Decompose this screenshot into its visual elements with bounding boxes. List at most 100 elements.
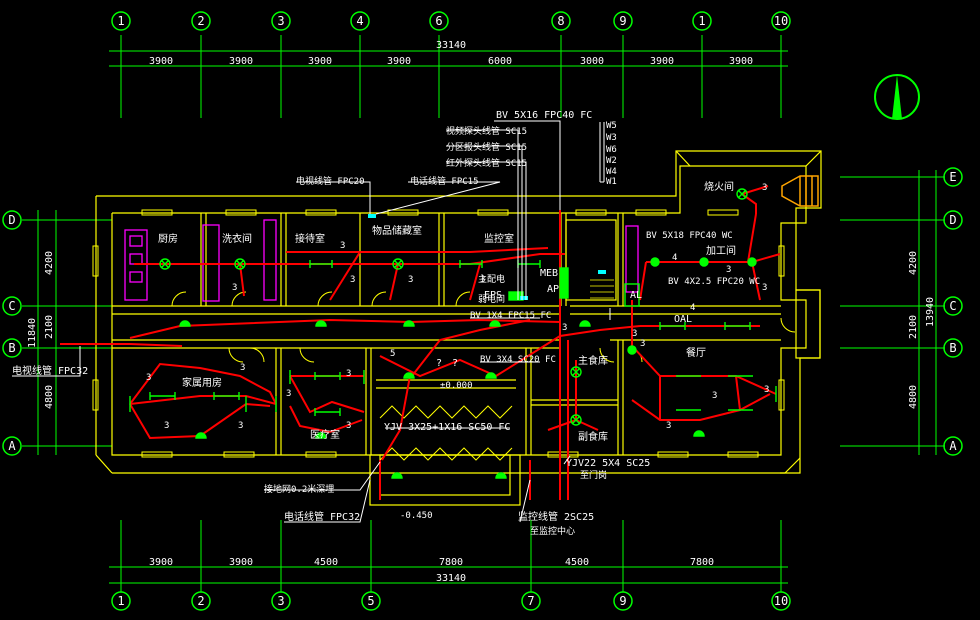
building-walls	[95, 150, 822, 506]
right-axis-bubbles: E D C B A	[943, 167, 963, 456]
room-processing: 加工间	[706, 244, 736, 257]
axis-bubble-top: 6	[429, 11, 449, 31]
note-ir-cable: 红外探头线管 SC15	[446, 157, 527, 169]
room-side-kitchen: 副食库	[578, 430, 608, 443]
room-main-kitchen: 主食库	[578, 354, 608, 367]
note-eps: EPS	[484, 290, 502, 301]
dim-bottom-seg: 4500	[565, 557, 589, 568]
dim-top-seg: 3900	[229, 56, 253, 67]
dim-bottom-seg: 4500	[314, 557, 338, 568]
dim-left-seg: 4800	[44, 385, 55, 409]
axis-bubble-bottom: 5	[361, 591, 381, 611]
dim-left-total: 11840	[27, 318, 38, 348]
axis-bubble-right: E	[943, 167, 963, 187]
left-dimension-chain	[22, 210, 112, 455]
circuit-no: 4	[690, 303, 695, 313]
svg-text:D: D	[8, 213, 15, 227]
flue-icon	[781, 175, 819, 207]
dim-right-total: 13940	[925, 297, 936, 327]
circuit-no: 3	[340, 241, 345, 251]
socket-marks	[368, 214, 606, 300]
svg-text:2: 2	[197, 594, 204, 608]
note-bottom-tv: 电话线管 FPC32	[284, 510, 360, 523]
circuit-no: 3	[346, 369, 351, 379]
note-alarm-cable: 分区报头线管 SC15	[446, 141, 527, 153]
circuit-no: 3	[726, 265, 731, 275]
circuit-no: 3	[640, 339, 645, 349]
svg-text:10: 10	[774, 594, 788, 608]
top-dimension-text: 33140 3900 3900 3900 3900 6000 3000 3900…	[149, 40, 753, 67]
svg-text:B: B	[949, 341, 956, 355]
ceiling-lamp-icon	[159, 258, 171, 270]
note-phone-pipe: 电话线管 FPC15	[410, 175, 479, 187]
dim-top-seg: 3900	[149, 56, 173, 67]
dim-top-seg: 3900	[650, 56, 674, 67]
dim-bottom-seg: 7800	[690, 557, 714, 568]
circuit-no: 3	[238, 421, 243, 431]
room-kitchen: 厨房	[158, 232, 178, 245]
svg-text:W3: W3	[606, 133, 617, 143]
zigzag-canopy	[379, 405, 513, 461]
circuit-no: 5	[390, 349, 395, 359]
axis-bubble-top: 10	[771, 11, 791, 31]
note-bottom-weak-dest: 至监控中心	[530, 525, 575, 537]
dim-right-seg: 4200	[908, 251, 919, 275]
svg-text:W6: W6	[606, 145, 617, 155]
bottom-axis-bubbles: 1 2 3 5 7 9 10	[111, 591, 791, 611]
room-boiler: 烧火间	[704, 180, 734, 193]
svg-text:8: 8	[557, 14, 564, 28]
circuit-no: 3	[408, 275, 413, 285]
note-oal: OAL	[674, 314, 692, 325]
svg-text:E: E	[949, 170, 956, 184]
dim-top-seg: 3900	[729, 56, 753, 67]
room-dining: 餐厅	[686, 346, 706, 359]
room-reception: 接待室	[295, 232, 325, 245]
circuit-no: 3	[762, 283, 767, 293]
axis-bubble-bottom: 10	[771, 591, 791, 611]
svg-text:2: 2	[197, 14, 204, 28]
circuit-no: 3	[764, 385, 769, 395]
cable-annotations: BV 5X16 FPC40 FC 视频探头线管 SC15 分区报头线管 SC15…	[12, 110, 760, 537]
note-yjv22-dest: 至门岗	[580, 469, 607, 481]
svg-text:6: 6	[435, 14, 442, 28]
note-bv-4x25: BV 4X2.5 FPC20 WC	[668, 277, 760, 287]
axis-bubble-left: A	[2, 436, 22, 456]
note-bv-1x4: BV 1X4 FPC15 FC	[470, 311, 551, 321]
right-dimension-text: 4200 2100 4800 13940	[908, 251, 936, 409]
circuit-no: 3	[240, 363, 245, 373]
axis-bubble-top: 2	[191, 11, 211, 31]
note-question: ?	[436, 358, 442, 369]
axis-bubble-bottom: 2	[191, 591, 211, 611]
room-labels: 厨房 洗衣间 接待室 物品储藏室 监控室 家属用房 医疗室 主食库 副食库 加工…	[158, 180, 736, 443]
circuit-no: 3	[562, 323, 567, 333]
dim-right-seg: 4800	[908, 385, 919, 409]
axis-bubble-top: 3	[271, 11, 291, 31]
svg-text:W2: W2	[606, 156, 617, 166]
w-label-stack: W5 W3 W6 W2 W4 W1	[606, 121, 617, 187]
axis-bubble-bottom: 3	[271, 591, 291, 611]
svg-text:9: 9	[619, 594, 626, 608]
svg-text:A: A	[8, 439, 16, 453]
svg-text:9: 9	[619, 14, 626, 28]
note-ground: 接地网0.2米深埋	[264, 483, 334, 495]
dim-top-seg: 3900	[387, 56, 411, 67]
circuit-no: 3	[350, 275, 355, 285]
svg-text:B: B	[8, 341, 15, 355]
axis-bubble-left: D	[2, 210, 22, 230]
dim-top-seg: 3900	[308, 56, 332, 67]
dim-left-seg: 2100	[44, 315, 55, 339]
ceiling-lamp-icon	[234, 258, 246, 270]
light-fixtures	[129, 188, 777, 479]
svg-text:3: 3	[277, 594, 284, 608]
svg-text:W4: W4	[606, 167, 617, 177]
axis-bubble-left: B	[2, 338, 22, 358]
dim-top-seg: 6000	[488, 56, 512, 67]
north-arrow-icon	[874, 74, 920, 120]
svg-text:1: 1	[117, 594, 124, 608]
axis-bubble-top: 4	[350, 11, 370, 31]
ceiling-lamp-icon	[736, 188, 748, 200]
note-yjv22: YJV22 5X4 SC25	[566, 458, 650, 469]
circuit-no: 3	[666, 421, 671, 431]
circuit-no: 3	[232, 283, 237, 293]
